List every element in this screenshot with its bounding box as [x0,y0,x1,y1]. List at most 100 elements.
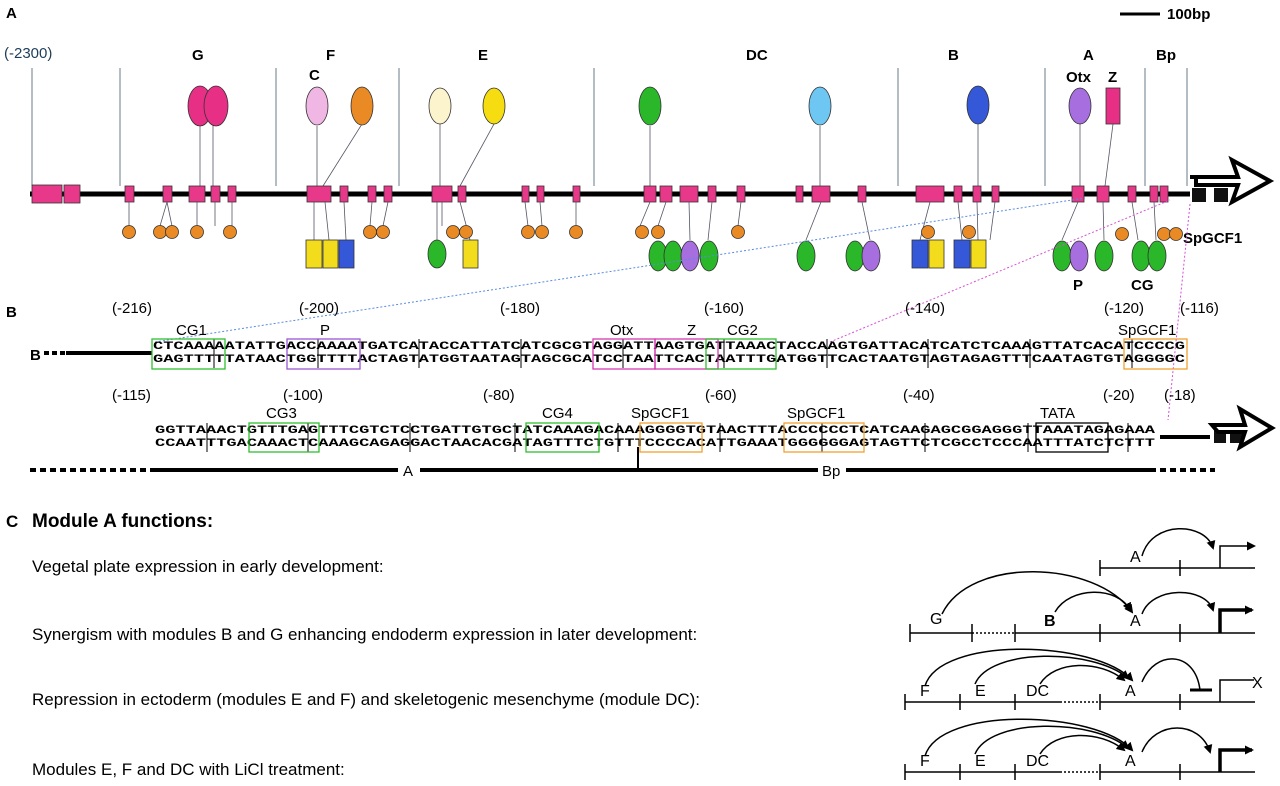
panel-c-label: C [6,512,18,531]
bottom-factor-connectors [128,201,1157,241]
site-box-cg1 [151,338,226,370]
svg-text:(-120): (-120) [1104,300,1144,317]
svg-text:A: A [1125,753,1136,770]
scale-bar-label: 100bp [1167,6,1210,23]
row2-ticks [206,423,1129,452]
panel-a: A 100bp (-2300) G F E DC B A Bp C Otx [4,5,1275,294]
panel-b: B (-216) (-200) (-180) (-160) (-140) (-1… [6,300,1276,480]
module-label-b: B [948,47,959,64]
factor-e-yellow [482,87,506,125]
svg-text:B: B [1044,613,1056,630]
svg-text:F: F [920,683,930,700]
row1-ticks [213,339,1133,368]
diagram-repression: F E DC A X [904,648,1263,710]
panel-a-label: A [6,5,17,22]
svg-text:F: F [920,753,930,770]
svg-text:CG1: CG1 [176,322,207,339]
svg-text:X: X [1252,675,1263,692]
module-labels: G F E DC B A Bp C Otx Z [192,47,1176,86]
svg-text:(-116): (-116) [1180,300,1219,317]
module-label-bp: Bp [1156,47,1176,64]
module-label-g: G [192,47,204,64]
svg-text:(-100): (-100) [283,387,323,404]
row2-bottom-strand: CCAATTTGACAAACTCAAAGCAGAGGACTAACACGATAGT… [155,438,1155,450]
svg-text:E: E [975,753,986,770]
row2-site-boxes [248,422,1109,453]
gene-label: SpGCF1 [1183,230,1242,247]
svg-text:(-115): (-115) [112,387,151,404]
svg-text:G: G [930,611,942,628]
svg-text:CG2: CG2 [727,322,758,339]
svg-text:SpGCF1: SpGCF1 [1118,322,1176,339]
diagram-vegetal: A [1099,527,1256,576]
svg-text:Z: Z [687,322,696,339]
svg-text:(-60): (-60) [705,387,737,404]
svg-text:(-216): (-216) [112,300,152,317]
svg-text:(-20): (-20) [1103,387,1135,404]
start-coordinate: (-2300) [4,45,52,62]
svg-text:(-18): (-18) [1164,387,1196,404]
row2-top-strand: GGTTAAACTGTTTGAGTTTCGTCTCCTGATTGTGCTATCA… [155,425,1155,437]
site-box-cg3 [248,422,320,453]
site-box-spgcf1-3 [783,422,865,453]
factor-dc-cyan [808,86,832,126]
svg-text:(-140): (-140) [905,300,945,317]
svg-text:A: A [1130,613,1141,630]
module-label-a: A [1083,47,1094,64]
factor-g-2 [203,85,229,127]
factor-label-z: Z [1108,69,1117,86]
diagram-licl: F E DC A [904,718,1255,780]
orange-factors [122,225,1183,241]
zoom-lines [154,197,1191,421]
panel-c-title: Module A functions: [32,511,213,532]
svg-text:CG4: CG4 [542,405,573,422]
lower-oval-factors [427,239,1167,272]
svg-text:(-80): (-80) [483,387,515,404]
svg-text:DC: DC [1026,753,1049,770]
row1-start-label: B [30,347,41,364]
gene-arrow [1190,155,1275,207]
svg-text:P: P [320,322,330,339]
factor-otx [1068,87,1092,125]
site-box-p [286,338,361,370]
svg-text:CG3: CG3 [266,405,297,422]
row1-site-labels: CG1 P Otx Z CG2 SpGCF1 [176,322,1176,339]
box-factors [305,239,987,269]
module-label-dc: DC [746,47,768,64]
row1-bottom-strand: GAGTTTTTATAACTGGTTTTACTAGTATGGTAATAGTAGC… [153,354,1185,366]
factor-label-p: P [1073,277,1083,294]
row1-site-boxes [151,338,1188,370]
panel-b-label: B [6,304,17,321]
module-label-f: F [326,47,335,64]
module-boundaries [31,68,1188,186]
row1-top-strand: CTCAAAAATATTGACCAAAATGATCATACCATTATCATCG… [153,341,1185,353]
svg-text:A: A [1125,683,1136,700]
factor-b-blue [966,85,990,125]
function-item-3: Repression in ectoderm (modules E and F)… [32,690,700,709]
site-box-spgcf1-1 [1123,338,1188,370]
svg-text:(-180): (-180) [500,300,540,317]
factor-f-orange [350,86,374,126]
factor-dc-green [638,86,662,126]
factor-label-otx: Otx [1066,69,1092,86]
factor-label-cg: CG [1131,277,1154,294]
site-box-z [654,338,719,370]
svg-text:DC: DC [1026,683,1049,700]
panel-c: C Module A functions: Vegetal plate expr… [6,511,1263,780]
function-list: Vegetal plate expression in early develo… [32,557,700,779]
svg-text:SpGCF1: SpGCF1 [631,405,689,422]
site-box-spgcf1-2 [639,422,703,453]
svg-text:(-40): (-40) [903,387,935,404]
function-item-4: Modules E, F and DC with LiCl treatment: [32,760,345,779]
top-factors [187,85,1121,127]
svg-text:(-200): (-200) [299,300,339,317]
function-item-1: Vegetal plate expression in early develo… [32,557,384,576]
row2-gene-arrow [1160,404,1276,452]
svg-text:A: A [1130,549,1141,566]
lower-factor-labels: P CG SpGCF1 [1073,230,1242,294]
row1-coordinates: (-216) (-200) (-180) (-160) (-140) (-120… [112,300,1219,317]
factor-c [305,86,329,126]
factor-e-cream [428,87,452,125]
row2-site-labels: CG3 CG4 SpGCF1 SpGCF1 TATA [266,405,1075,422]
